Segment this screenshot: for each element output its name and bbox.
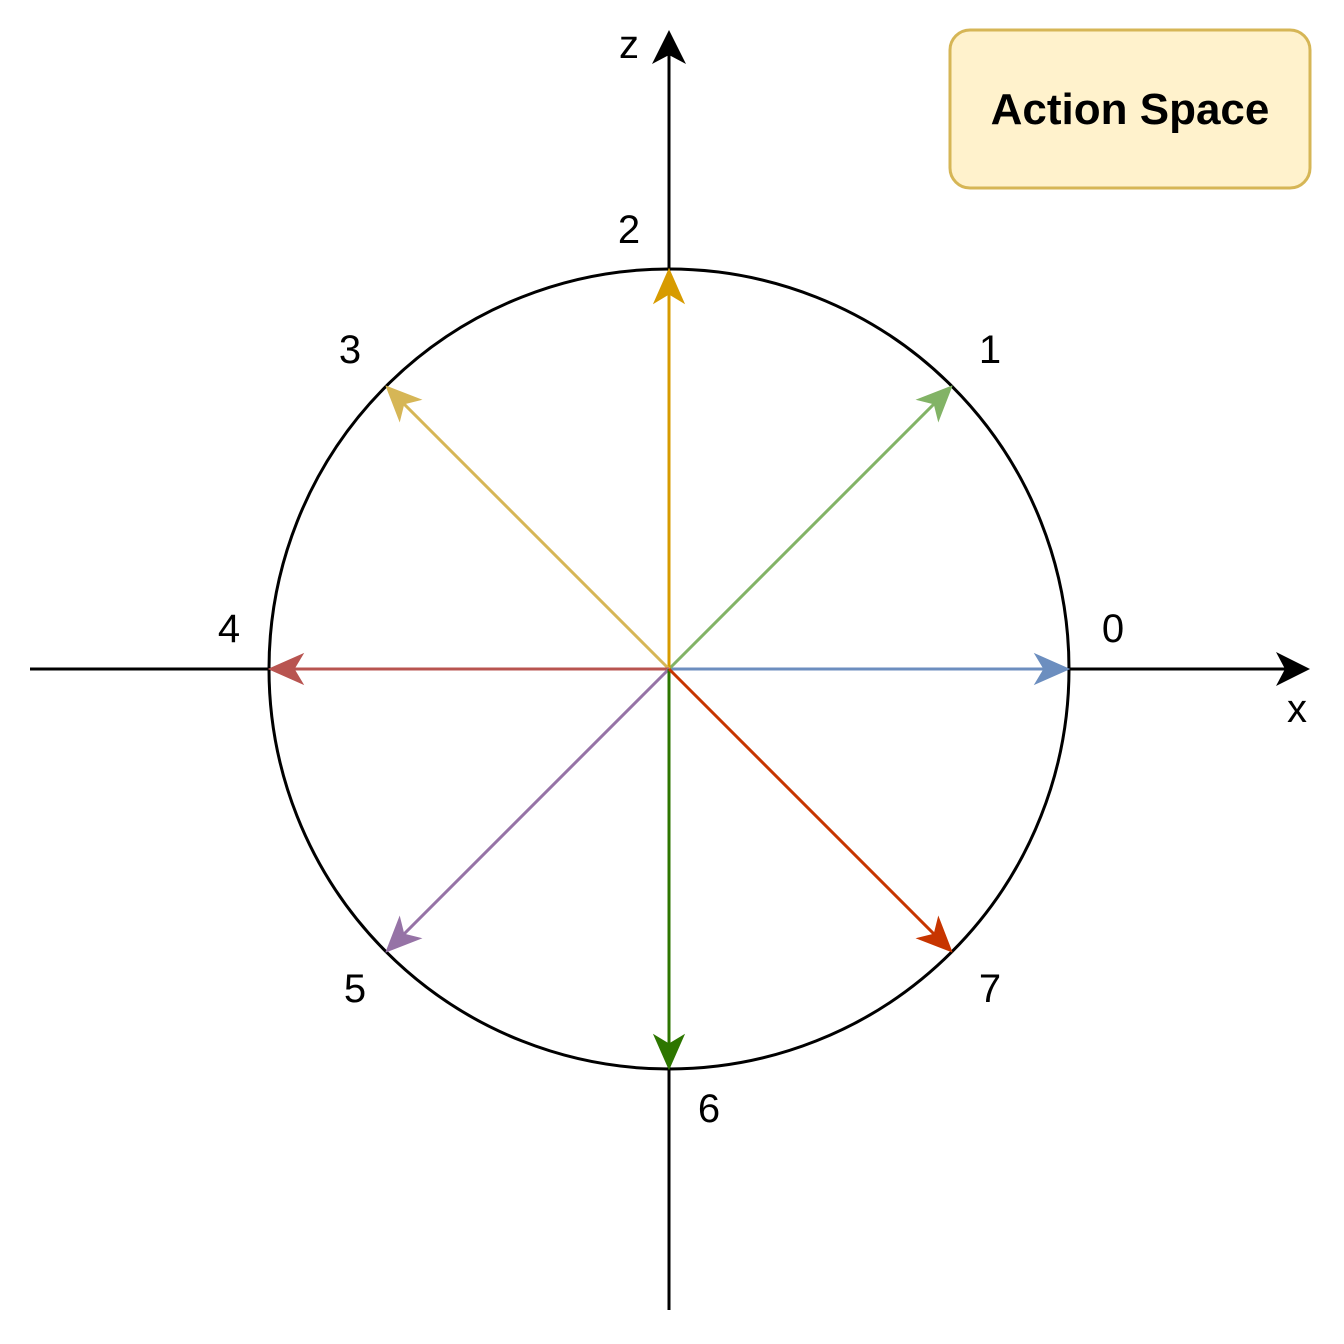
action-1-arrowhead [915, 385, 953, 423]
action-2-label: 2 [618, 208, 640, 252]
action-6-label: 6 [698, 1087, 720, 1131]
action-5-arrowhead [385, 915, 423, 953]
z-axis-arrowhead [652, 30, 686, 64]
z-axis-label: z [619, 23, 639, 67]
action-6-arrowhead [652, 1033, 686, 1071]
action-0-arrowhead [1033, 652, 1071, 686]
action-3-vector [402, 402, 671, 671]
x-axis-label: x [1287, 687, 1307, 731]
title-text: Action Space [991, 85, 1270, 134]
action-7-vector [667, 667, 936, 936]
action-3-label: 3 [339, 328, 361, 372]
action-5-vector [402, 667, 671, 936]
title-box-background [948, 28, 1312, 190]
action-1-label: 1 [979, 328, 1001, 372]
action-2-arrowhead [652, 267, 686, 305]
action-0-label: 0 [1102, 607, 1124, 651]
action-labels: 0 1 2 3 4 5 6 7 [218, 208, 1124, 1131]
action-5-label: 5 [344, 967, 366, 1011]
title-box: Action Space [948, 28, 1312, 190]
action-4-label: 4 [218, 607, 240, 651]
action-1-vector [667, 402, 936, 671]
action-4-arrowhead [267, 652, 305, 686]
action-3-arrowhead [385, 385, 423, 423]
action-vectors [267, 267, 1071, 1071]
action-7-arrowhead [915, 915, 953, 953]
action-7-label: 7 [979, 967, 1001, 1011]
x-axis-arrowhead [1276, 652, 1310, 686]
